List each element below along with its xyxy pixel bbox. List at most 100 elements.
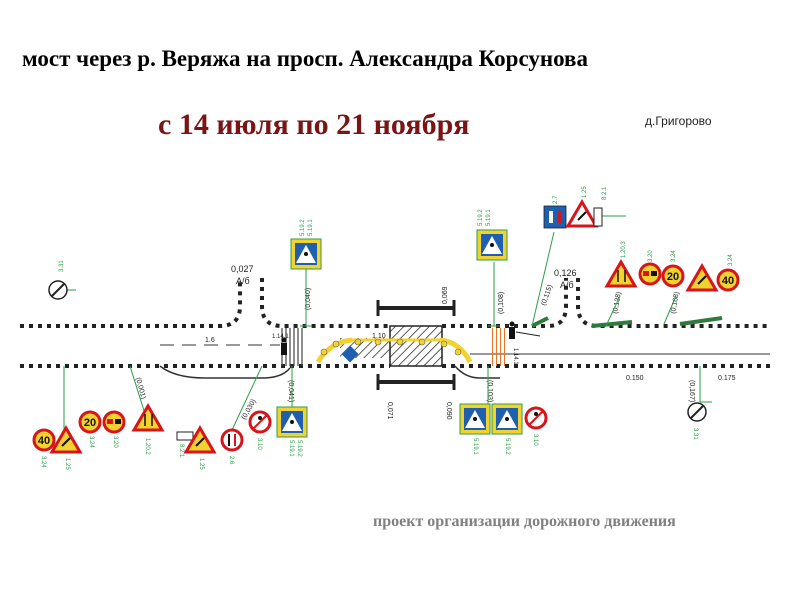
sign-speed-20-top-label: 20 <box>667 271 679 283</box>
label-junction-left-type: А/б <box>236 276 250 286</box>
sign-2-7-label: 2.7 <box>553 195 559 204</box>
label-marking-1141-left: 1.14.1 <box>272 334 289 340</box>
sign-5-19-1-label-bottom-right: 5.19.1 <box>472 438 478 455</box>
sign-3-31-left: 3.31 <box>48 260 68 300</box>
sign-3-10-no-pedestrians-left: 3.10 <box>248 410 272 450</box>
sign-5-19-2-label-top: 5.19.2 <box>300 219 306 236</box>
sign-5-19-crosswalk-top-right: 5.19.2 5.19.1 <box>476 209 508 261</box>
sign-3-24-speed-40-top: 40 3.24 <box>716 254 740 292</box>
sign-8-2-1-plate-bottom: 8.2.1 <box>176 431 194 458</box>
warning-lights <box>320 338 462 356</box>
sign-2-7-priority: 2.7 <box>543 195 567 229</box>
sign-5-19-1-label-bottom-left: 5.19.1 <box>288 440 294 457</box>
label-km-0041: (0,041) <box>287 380 294 402</box>
sign-3-24-speed-20-bottom: 20 3.24 <box>78 410 102 448</box>
village-label: д.Григорово <box>645 114 712 128</box>
bridge-end-bottom <box>376 374 456 390</box>
plate-8-2-1-top <box>593 207 603 227</box>
sign-5-19-crosswalk-bottom-right-1: 5.19.1 <box>459 403 491 455</box>
sign-3-31-right-label: 3.31 <box>692 428 698 440</box>
road-top-edge-left <box>20 278 242 328</box>
bridge-closed-zone <box>389 325 443 367</box>
sign-3-24-label-bottom: 3.24 <box>88 436 94 448</box>
sign-3-20-label-top: 3.20 <box>648 250 654 262</box>
bypass-lane <box>159 365 291 379</box>
plate-8-2-1-top-label: 8.2.1 <box>602 186 608 200</box>
sign-speed-40-bottom-label: 40 <box>38 435 50 447</box>
label-km-0090: 0,090 <box>445 402 452 420</box>
road-top-edge-right <box>576 278 770 328</box>
sign-3-24-label-top-right: 3.24 <box>728 254 734 266</box>
sign-3-24-speed-20-top: 20 3.24 <box>661 250 685 288</box>
pedestrian-right-icon <box>509 321 515 339</box>
sign-1-25-label-bottom-left: 1.25 <box>64 458 70 470</box>
sign-1-20-2-label: 1.20.2 <box>144 438 150 455</box>
fence-segment-1 <box>531 316 549 328</box>
sign-3-24-speed-40-bottom: 40 3.24 <box>32 428 56 468</box>
sign-1-25-road-works-right <box>685 263 719 292</box>
crosswalk-right-closed <box>492 328 506 366</box>
label-km-0069: 0,069 <box>442 286 449 304</box>
plate-8-2-1-bottom-label: 8.2.1 <box>178 444 184 458</box>
sign-5-19-2-label-bottom-right: 5.19.2 <box>504 438 510 455</box>
sign-5-19-crosswalk-bottom-left: 5.19.1 5.19.2 <box>276 406 308 457</box>
label-km-0115: (0,115) <box>540 284 554 307</box>
sign-1-25-label-bottom: 1.25 <box>198 458 204 470</box>
sign-5-19-crosswalk-top-left: 5.19.2 5.19.1 <box>290 219 322 270</box>
sign-speed-20-bottom-label: 20 <box>84 417 96 429</box>
label-km-0001: (0,001) <box>134 377 147 400</box>
sign-3-31-left-label: 3.31 <box>59 260 65 272</box>
scheme-title: мост через р. Веряжа на просп. Александр… <box>22 46 588 71</box>
sign-3-10-label-left: 3.10 <box>256 438 262 450</box>
closure-dates: с 14 июля по 21 ноября <box>158 108 470 141</box>
road-top-edge-mid-right <box>442 278 568 328</box>
label-km-0108: (0,108) <box>498 292 505 314</box>
fence-segment-2 <box>591 320 633 328</box>
sign-3-24-label-top: 3.24 <box>671 250 677 262</box>
sign-5-19-1-label-top-right: 5.19.1 <box>486 209 492 226</box>
sign-2-6-give-way-oncoming: 2.6 <box>220 428 244 465</box>
sign-speed-40-top-label: 40 <box>722 275 734 287</box>
sign-1-25-road-works-bottom-left: 1.25 <box>49 425 83 470</box>
sign-1-25-road-works-bottom: 1.25 <box>183 425 217 470</box>
scheme-caption: проект организации дорожного движения <box>373 513 676 530</box>
road-top-edge-mid-left <box>260 278 390 328</box>
sign-1-25-label-top: 1.25 <box>582 186 588 198</box>
crosswalk-left <box>281 328 303 366</box>
label-km-0103: (0,103) <box>486 380 493 402</box>
sign-5-19-crosswalk-bottom-right-2: 5.19.2 <box>491 403 523 455</box>
sign-3-10-no-pedestrians-right: 3.10 <box>524 406 548 446</box>
sign-1-20-3-narrowing: 1.20.3 <box>604 241 638 288</box>
label-km-0071: 0,071 <box>386 402 393 420</box>
label-km-0150: 0.150 <box>626 375 644 382</box>
label-km-0175: 0.175 <box>718 375 736 382</box>
sign-1-25-road-works-top: 1.25 8.2.1 <box>565 186 608 228</box>
sign-3-20-no-overtaking-top: 3.20 <box>638 250 662 286</box>
bridge <box>315 300 473 390</box>
bridge-detour-sign <box>341 345 359 363</box>
sign-5-19-1-label-top: 5.19.1 <box>308 219 314 236</box>
sign-3-24-label-bottom-left: 3.24 <box>40 456 46 468</box>
bypass-lane-right <box>454 365 500 379</box>
label-km-0168: (0,168) <box>670 291 681 314</box>
sign-3-10-label-right: 3.10 <box>532 434 538 446</box>
sign-2-6-label: 2.6 <box>228 456 234 465</box>
fence-segment-3 <box>679 316 723 326</box>
sign-5-19-2-label-bottom-left: 5.19.2 <box>296 440 302 457</box>
sign-3-20-label-bottom: 3.20 <box>112 436 118 448</box>
sign-1-20-2-narrowing-bottom: 1.20.2 <box>131 403 165 455</box>
sign-5-19-2-label-top-right: 5.19.2 <box>478 209 484 226</box>
label-marking-1141-right: 1.14.1 <box>512 348 518 365</box>
bridge-end-top-left <box>376 300 456 316</box>
sign-3-31-right: 3.31 <box>687 402 707 440</box>
label-junction-left-km: 0,027 <box>231 264 254 274</box>
pedestrian-left-icon <box>281 337 287 355</box>
barrier-arc-right <box>439 337 473 364</box>
label-km-0167: (0,167) <box>688 380 695 402</box>
label-marking-16: 1.6 <box>205 337 215 344</box>
label-km-0040: (0,040) <box>305 288 312 310</box>
label-junction-right-km: 0,126 <box>554 268 577 278</box>
barrier-arc-left <box>315 337 353 364</box>
pedestrian-route-arrow <box>515 331 541 337</box>
